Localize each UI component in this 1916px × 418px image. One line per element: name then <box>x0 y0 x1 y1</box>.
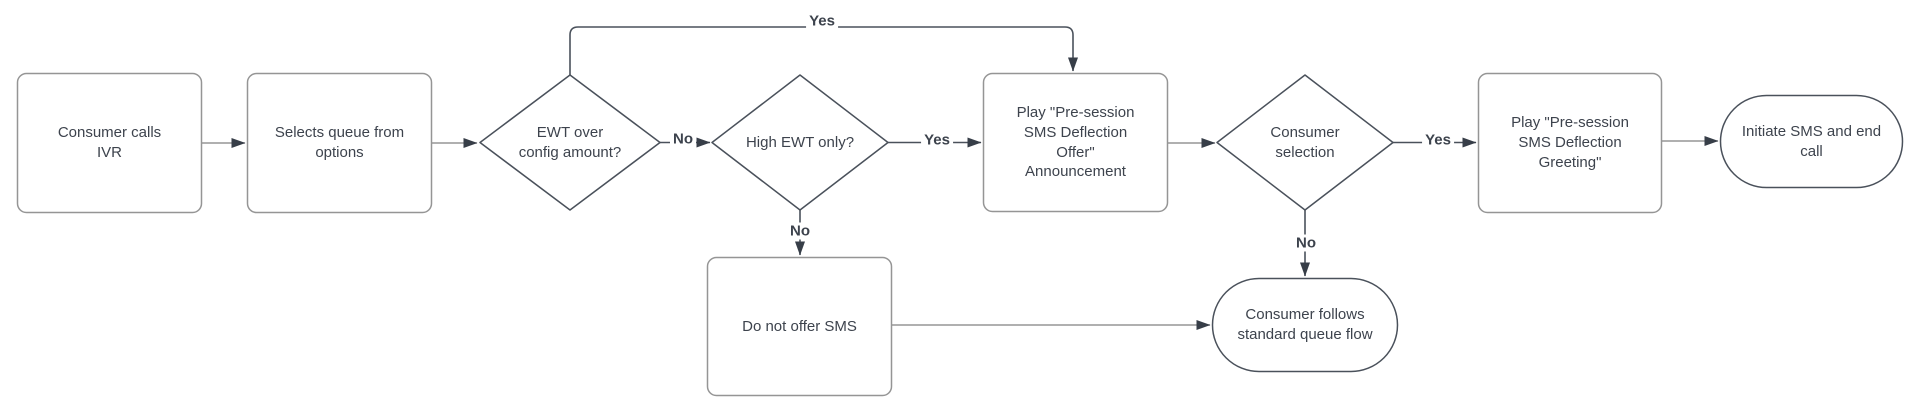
node-consumer-calls-ivr: Consumer calls IVR <box>17 73 202 213</box>
edge-label-ewt-no: No <box>670 130 696 148</box>
edge-label-ewt-yes: Yes <box>806 12 838 30</box>
edge-label-high-ewt-no: No <box>787 222 813 240</box>
node-standard-queue-flow: Consumer follows standard queue flow <box>1212 278 1398 372</box>
node-do-not-offer-sms-label: Do not offer SMS <box>742 317 857 335</box>
do-not-offer-sms-shape <box>706 256 893 397</box>
consumer-calls-ivr-shape <box>16 72 203 214</box>
high-ewt-only-diamond <box>711 74 889 211</box>
standard-queue-flow-terminator <box>1211 277 1399 373</box>
consumer-selection-diamond <box>1216 74 1394 211</box>
node-do-not-offer-sms: Do not offer SMS <box>707 257 892 396</box>
node-play-offer-announcement: Play "Pre-session SMS Deflection Offer" … <box>983 73 1168 212</box>
selects-queue-shape <box>246 72 433 214</box>
node-ewt-over-config: EWT over config amount? <box>480 75 660 210</box>
node-consumer-selection: Consumer selection <box>1217 75 1393 210</box>
node-initiate-sms-label: Initiate SMS and end call <box>1741 122 1882 160</box>
node-play-greeting: Play "Pre-session SMS Deflection Greetin… <box>1478 73 1662 213</box>
play-offer-announcement-shape <box>982 72 1169 213</box>
node-play-offer-announcement-label: Play "Pre-session SMS Deflection Offer" … <box>1016 103 1135 181</box>
edge-label-selection-yes: Yes <box>1422 131 1454 149</box>
initiate-sms-terminator <box>1719 94 1904 189</box>
node-play-greeting-label: Play "Pre-session SMS Deflection Greetin… <box>1511 114 1629 171</box>
play-greeting-shape <box>1477 72 1663 214</box>
edge-label-selection-no: No <box>1293 234 1319 252</box>
node-high-ewt-only: High EWT only? <box>712 75 888 210</box>
edge-label-high-ewt-yes: Yes <box>921 131 953 149</box>
edge-ewt-yes <box>569 26 1078 75</box>
node-consumer-selection-label: Consumer selection <box>1270 123 1340 161</box>
node-consumer-calls-ivr-label: Consumer calls IVR <box>57 124 162 161</box>
ewt-over-config-diamond <box>479 74 661 211</box>
node-initiate-sms: Initiate SMS and end call <box>1720 95 1903 188</box>
node-ewt-over-config-label: EWT over config amount? <box>518 123 622 161</box>
node-selects-queue: Selects queue from options <box>247 73 432 213</box>
node-standard-queue-flow-label: Consumer follows standard queue flow <box>1237 306 1373 343</box>
node-selects-queue-label: Selects queue from options <box>274 124 405 161</box>
node-high-ewt-only-label: High EWT only? <box>745 133 855 151</box>
